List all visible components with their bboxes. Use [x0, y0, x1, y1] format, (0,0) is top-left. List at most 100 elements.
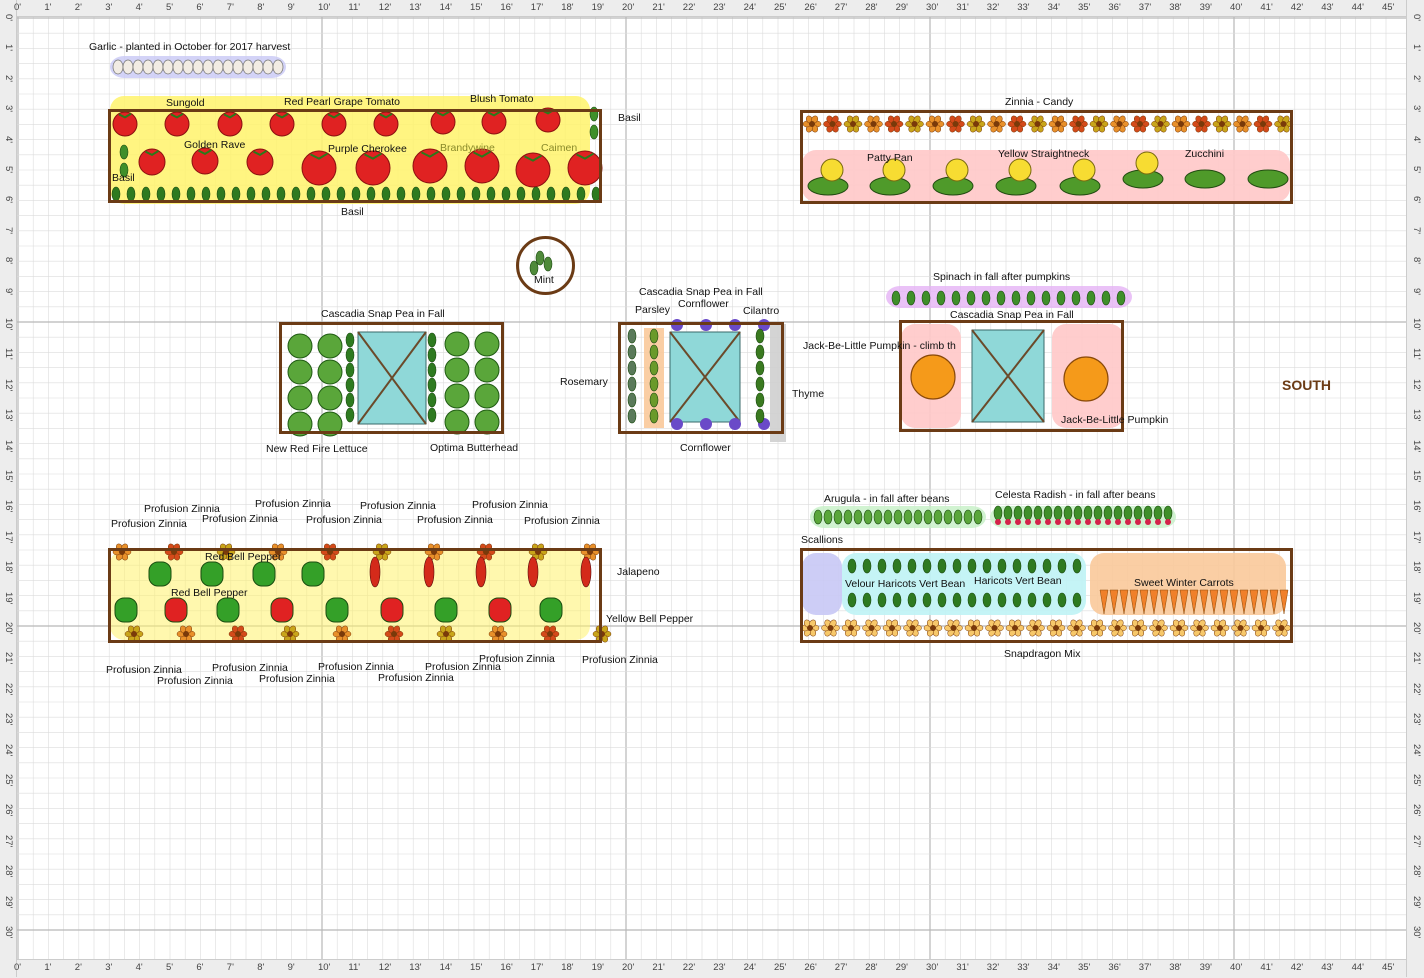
label-scallions[interactable]: Scallions — [801, 534, 844, 546]
label-profusion-zinnia[interactable]: Profusion Zinnia — [417, 514, 493, 526]
label-profusion-zinnia[interactable]: Profusion Zinnia — [425, 661, 501, 673]
radish-icon — [1165, 519, 1171, 525]
leaf-icon — [1163, 505, 1173, 521]
zinnia-center — [1096, 121, 1102, 127]
label-blush[interactable]: Blush Tomato — [470, 93, 534, 105]
label-profusion-zinnia[interactable]: Profusion Zinnia — [378, 672, 454, 684]
label-profusion-zinnia[interactable]: Profusion Zinnia — [318, 661, 394, 673]
label-patty-pan[interactable]: Patty Pan — [867, 152, 913, 164]
label-yellow-straightneck[interactable]: Yellow Straightneck — [998, 148, 1090, 160]
label-mint[interactable]: Mint — [534, 274, 554, 286]
label-spinach[interactable]: Spinach in fall after pumpkins — [933, 271, 1071, 283]
label-profusion-zinnia[interactable]: Profusion Zinnia — [111, 518, 187, 530]
label-purple-cherokee[interactable]: Purple Cherokee — [328, 143, 407, 155]
leaf-icon — [627, 344, 637, 360]
label-profusion-zinnia[interactable]: Profusion Zinnia — [259, 673, 335, 685]
label-thyme[interactable]: Thyme — [792, 388, 825, 400]
label-snapdragon[interactable]: Snapdragon Mix — [1004, 648, 1081, 660]
carrot-icon — [1109, 589, 1119, 615]
zinnia-center — [391, 631, 397, 637]
leaf-icon — [1116, 290, 1126, 306]
label-rosemary[interactable]: Rosemary — [560, 376, 608, 388]
label-celesta[interactable]: Celesta Radish - in fall after beans — [995, 489, 1156, 501]
ruler-tick: 17' — [530, 962, 544, 973]
bed-beans[interactable] — [800, 548, 1293, 643]
label-jack-climb[interactable]: Jack-Be-Little Pumpkin - climb th — [803, 340, 956, 352]
ruler-tick: 20' — [622, 2, 635, 13]
leaf-icon — [1057, 592, 1067, 608]
label-profusion-zinnia[interactable]: Profusion Zinnia — [479, 653, 555, 665]
ruler-tick: 43' — [1321, 962, 1334, 973]
label-parsley[interactable]: Parsley — [635, 304, 671, 316]
label-profusion-zinnia[interactable]: Profusion Zinnia — [582, 654, 658, 666]
ruler-tick: 45' — [1382, 2, 1395, 13]
radish-icon — [1085, 519, 1091, 525]
ruler-tick: 15' — [470, 962, 483, 973]
bed-tomatoes[interactable] — [108, 109, 602, 203]
label-cilantro[interactable]: Cilantro — [743, 305, 780, 317]
label-profusion-zinnia[interactable]: Profusion Zinnia — [157, 675, 233, 687]
ruler-tick: 13' — [409, 2, 422, 13]
label-yellow-bell[interactable]: Yellow Bell Pepper — [606, 613, 694, 625]
label-red-pearl[interactable]: Red Pearl Grape Tomato — [284, 96, 400, 108]
bed-peppers[interactable] — [108, 548, 602, 643]
label-caimen[interactable]: Caimen — [541, 142, 578, 154]
label-brandywine[interactable]: Brandywine — [440, 142, 495, 154]
bed-pumpkins[interactable] — [899, 320, 1124, 432]
label-arugula[interactable]: Arugula - in fall after beans — [824, 493, 950, 505]
bed-lettuce[interactable] — [279, 322, 504, 434]
label-zucchini[interactable]: Zucchini — [1185, 148, 1225, 160]
label-basil-left[interactable]: Basil — [112, 172, 135, 184]
label-zinnia-candy[interactable]: Zinnia - Candy — [1005, 96, 1074, 108]
label-red-bell-1[interactable]: Red Bell Pepper — [205, 551, 282, 563]
zinnia-center — [973, 121, 979, 127]
zinnia-center — [235, 631, 241, 637]
pepper-icon — [164, 597, 188, 623]
label-profusion-zinnia[interactable]: Profusion Zinnia — [306, 514, 382, 526]
label-cascadia-1[interactable]: Cascadia Snap Pea in Fall — [321, 308, 445, 320]
ruler-tick: 34' — [1047, 962, 1060, 973]
label-profusion-zinnia[interactable]: Profusion Zinnia — [144, 503, 220, 515]
label-cascadia-2[interactable]: Cascadia Snap Pea in Fall — [639, 286, 763, 298]
label-haricots[interactable]: Haricots Vert Bean — [974, 575, 1062, 587]
carrot-icon — [1239, 589, 1249, 615]
label-jalapeno[interactable]: Jalapeno — [617, 566, 660, 578]
mint-pot[interactable] — [516, 236, 575, 295]
label-red-bell-2[interactable]: Red Bell Pepper — [171, 587, 248, 599]
ruler-tick: 14' — [439, 2, 452, 13]
label-golden-rave[interactable]: Golden Rave — [184, 139, 246, 151]
bed-squash[interactable] — [800, 110, 1293, 204]
label-garlic[interactable]: Garlic - planted in October for 2017 har… — [89, 41, 291, 53]
lettuce-icon — [317, 411, 343, 437]
lettuce-icon — [317, 359, 343, 385]
label-cornflower-bottom[interactable]: Cornflower — [680, 442, 731, 454]
ruler-tick: 33' — [1017, 962, 1030, 973]
radish-icon — [1045, 519, 1051, 525]
lettuce-icon — [317, 333, 343, 359]
label-jack[interactable]: Jack-Be-Little Pumpkin — [1061, 414, 1169, 426]
label-cascadia-3[interactable]: Cascadia Snap Pea in Fall — [950, 309, 1074, 321]
zinnia-center — [1239, 121, 1246, 127]
ruler-tick: 45' — [1382, 962, 1395, 973]
label-sungold[interactable]: Sungold — [166, 97, 205, 109]
zinnia-center — [889, 625, 895, 631]
label-basil-bottom[interactable]: Basil — [341, 206, 364, 218]
leaf-icon — [1063, 505, 1073, 521]
label-profusion-zinnia[interactable]: Profusion Zinnia — [212, 662, 288, 674]
label-optima[interactable]: Optima Butterhead — [430, 442, 519, 454]
label-profusion-zinnia[interactable]: Profusion Zinnia — [202, 513, 278, 525]
bed-herbs[interactable] — [618, 322, 784, 434]
label-profusion-zinnia[interactable]: Profusion Zinnia — [255, 498, 331, 510]
label-profusion-zinnia[interactable]: Profusion Zinnia — [360, 500, 436, 512]
label-velour[interactable]: Velour Haricots Vert Bean — [845, 578, 966, 590]
label-profusion-zinnia[interactable]: Profusion Zinnia — [472, 499, 548, 511]
label-profusion-zinnia[interactable]: Profusion Zinnia — [524, 515, 600, 527]
label-cornflower-top[interactable]: Cornflower — [678, 298, 729, 310]
radish-icon — [1115, 519, 1121, 525]
label-profusion-zinnia[interactable]: Profusion Zinnia — [106, 664, 182, 676]
leaf-icon — [345, 392, 355, 408]
label-carrots[interactable]: Sweet Winter Carrots — [1134, 577, 1234, 589]
label-new-red-fire[interactable]: New Red Fire Lettuce — [266, 443, 368, 455]
label-basil-right[interactable]: Basil — [618, 112, 641, 124]
